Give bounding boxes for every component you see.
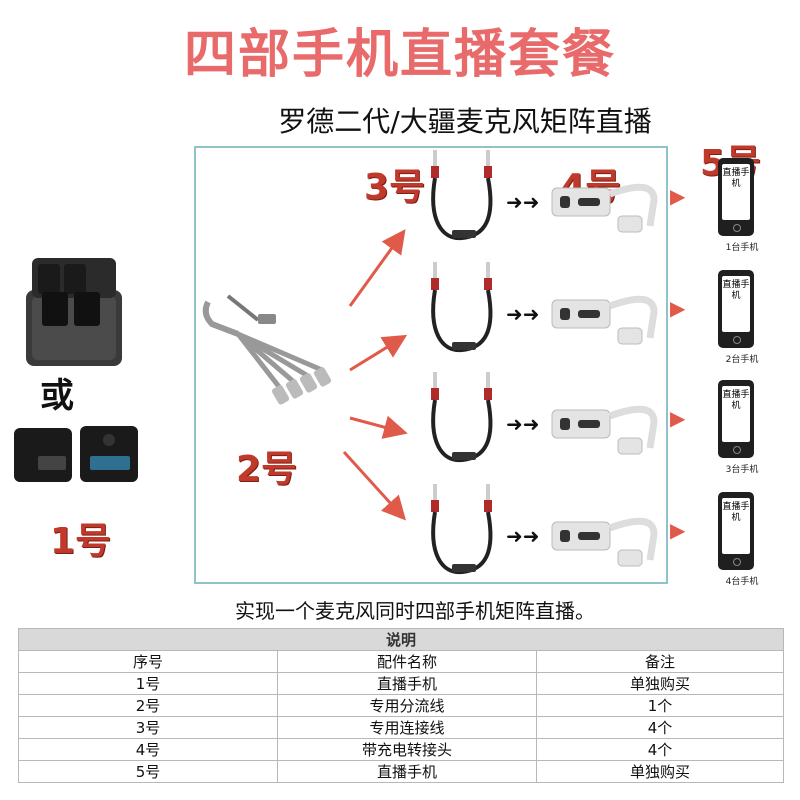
table-cell: 1号 [19,673,278,695]
table-cell: 单独购买 [537,673,784,695]
adapter-image [550,282,662,352]
phone-screen-text: 直播手机 [722,280,750,302]
label-1: 1号 [50,512,111,564]
table-cell: 4个 [537,739,784,761]
phone-screen-text: 直播手机 [722,502,750,524]
phone-image: 直播手机 [718,492,754,570]
phone-image: 直播手机 [718,380,754,458]
red-arrow-icon: ▶ [670,406,685,430]
table-cell: 3号 [19,717,278,739]
table-cell: 带充电转接头 [278,739,537,761]
connection-cable-image [424,372,514,468]
double-arrow-icon: ➜➜ [506,524,540,548]
table-cell: 2号 [19,695,278,717]
phone-caption: 2台手机 [712,352,772,365]
phone-screen-text: 直播手机 [722,390,750,412]
phone-image: 直播手机 [718,158,754,236]
mic-kit-image [18,250,128,370]
red-arrow-icon: ▶ [670,518,685,542]
label-3: 3号 [364,158,425,210]
splitter-cable-image [198,290,348,410]
adapter-image [550,392,662,462]
page-subtitle: 罗德二代/大疆麦克风矩阵直播 [0,100,800,140]
adapter-image [550,170,662,240]
table-cell: 5号 [19,761,278,783]
phone-screen-text: 直播手机 [722,168,750,190]
table-header: 备注 [537,651,784,673]
red-arrow-icon: ▶ [670,296,685,320]
or-label: 或 [40,368,74,417]
table-header: 配件名称 [278,651,537,673]
double-arrow-icon: ➜➜ [506,302,540,326]
table-cell: 4个 [537,717,784,739]
split-arrows [330,220,420,530]
table-cell: 4号 [19,739,278,761]
table-title: 说明 [19,629,784,651]
connection-cable-image [424,484,514,580]
table-cell: 1个 [537,695,784,717]
table-cell: 直播手机 [278,761,537,783]
connection-cable-image [424,150,514,246]
table-cell: 专用分流线 [278,695,537,717]
adapter-image [550,504,662,574]
connection-cable-image [424,262,514,358]
double-arrow-icon: ➜➜ [506,412,540,436]
mic-receiver-image [10,420,140,486]
caption: 实现一个麦克风同时四部手机矩阵直播。 [0,595,800,624]
table-cell: 专用连接线 [278,717,537,739]
phone-image: 直播手机 [718,270,754,348]
table-header: 序号 [19,651,278,673]
phone-caption: 1台手机 [712,240,772,253]
phone-caption: 3台手机 [712,462,772,475]
red-arrow-icon: ▶ [670,184,685,208]
table-cell: 单独购买 [537,761,784,783]
page-title: 四部手机直播套餐 [0,12,800,87]
double-arrow-icon: ➜➜ [506,190,540,214]
table-cell: 直播手机 [278,673,537,695]
phone-caption: 4台手机 [712,574,772,587]
label-2: 2号 [236,440,297,492]
